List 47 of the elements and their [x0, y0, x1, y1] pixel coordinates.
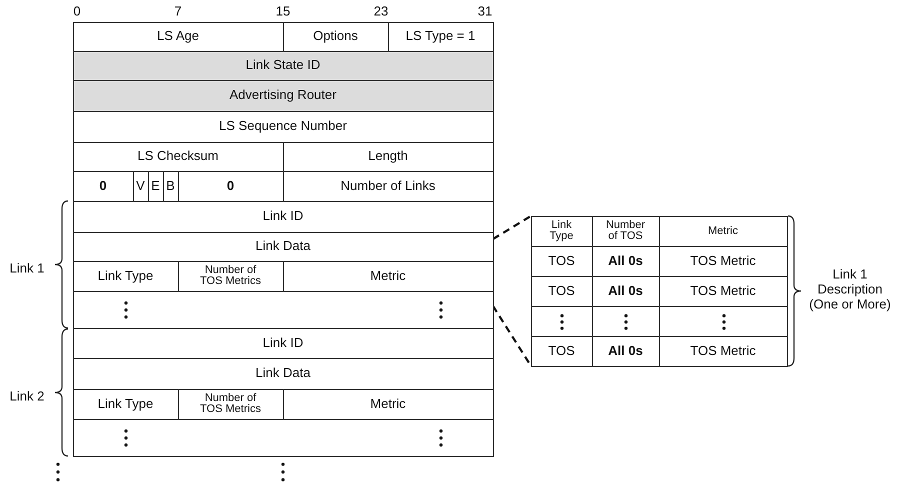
bit-value: All 0s [608, 254, 643, 268]
field-name: Link ID [262, 209, 304, 224]
bit-number: 15 [276, 4, 290, 20]
field-name: Metric [708, 226, 738, 236]
field-name: Metric [370, 268, 406, 284]
field-name: Link Type [548, 220, 574, 242]
bit-value: All 0s [608, 284, 643, 298]
field-name: Link Data [256, 239, 310, 254]
zoom-line [492, 215, 532, 240]
bit-value: All 0s [608, 344, 643, 358]
field-name: Options [313, 29, 358, 44]
field-name: TOS [548, 284, 575, 298]
bit-value: 0 [226, 178, 234, 194]
field-name: LS Type = 1 [406, 29, 476, 44]
field-name: Link Type [98, 268, 154, 284]
field-name: Number of Links [340, 178, 436, 194]
field-name: TOS Metric [690, 284, 756, 298]
field-name: Link Data [256, 366, 310, 381]
field-name: LS Age [157, 29, 199, 44]
field-name: B [166, 178, 175, 194]
field-name: Advertising Router [230, 88, 336, 103]
bit-number: 7 [174, 4, 182, 20]
field-name: Number of TOS Metrics [199, 265, 262, 287]
field-name: Number of TOS [604, 220, 646, 242]
bit-value: 0 [99, 178, 107, 194]
field-name: TOS Metric [690, 344, 756, 358]
field-name: Link State ID [246, 58, 320, 73]
bit-number: 0 [73, 4, 81, 20]
brace-label: Link 2 [10, 390, 44, 404]
field-name: LS Checksum [138, 149, 218, 164]
field-name: LS Sequence Number [219, 119, 347, 134]
brace-label: Link 1 [10, 262, 44, 276]
field-name: Length [368, 149, 408, 164]
field-name: Link ID [262, 336, 304, 350]
packet-format-table [73, 22, 493, 456]
bit-number: 23 [374, 4, 388, 20]
field-name: V [136, 178, 145, 194]
field-name: TOS Metric [690, 254, 756, 268]
field-name: Number of TOS Metrics [199, 393, 262, 415]
bit-number: 31 [478, 4, 492, 20]
field-name: E [151, 178, 160, 194]
brace-label: Link 1 Description (One or More) [808, 268, 892, 312]
field-name: Link Type [98, 396, 154, 412]
tos-detail-table [531, 216, 787, 366]
field-name: TOS [548, 254, 575, 268]
field-name: TOS [548, 344, 575, 358]
field-name: Metric [370, 396, 406, 412]
